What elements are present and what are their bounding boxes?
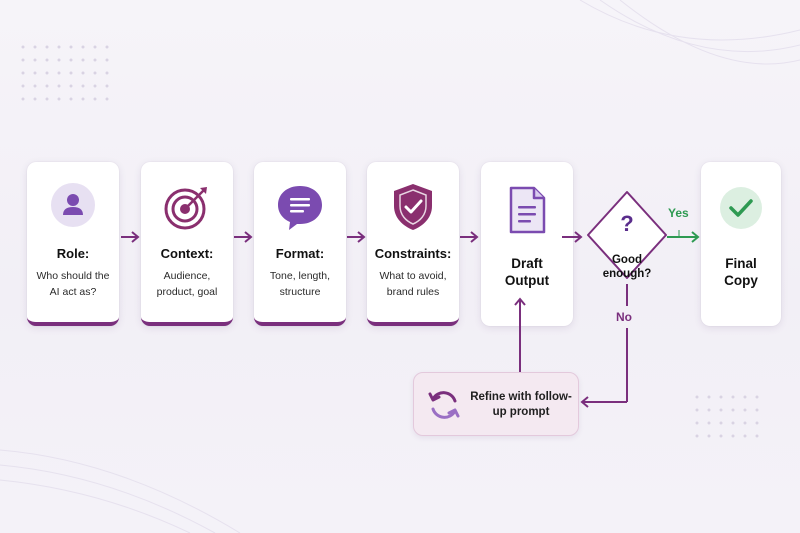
step-card-draft-output: Draft Output xyxy=(481,162,573,326)
wave-lines-bottom-left xyxy=(0,449,241,533)
question-icon: ? xyxy=(620,211,634,236)
arrow-role-to-context xyxy=(121,231,140,243)
step-card-final-copy: Final Copy xyxy=(701,162,781,326)
arrow-refine-to-draft xyxy=(514,297,526,373)
arrow-draft-to-decision xyxy=(562,231,583,243)
draft-output-title: Draft Output xyxy=(504,256,550,288)
step-title: Format: xyxy=(275,246,325,261)
step-title: Context: xyxy=(160,246,214,261)
checkmark-icon xyxy=(701,186,781,236)
step-card-constraints: Constraints: What to avoid, brand rules xyxy=(367,162,459,326)
person-icon xyxy=(27,182,119,232)
arrow-format-to-constraints xyxy=(347,231,366,243)
arrow-yes-to-final xyxy=(667,230,700,243)
dot-grid-bottom-right xyxy=(695,395,759,438)
speech-bubble-icon xyxy=(254,182,346,232)
target-icon xyxy=(141,182,233,232)
shield-check-icon xyxy=(367,182,459,232)
arrow-no-to-refine xyxy=(580,284,628,408)
wave-lines-top-right xyxy=(579,0,800,65)
final-copy-title: Final Copy xyxy=(724,256,758,288)
refine-text: Refine with follow-up prompt xyxy=(470,391,572,418)
step-card-format: Format: Tone, length, structure xyxy=(254,162,346,326)
refine-box: Refine with follow-up prompt xyxy=(413,372,579,436)
arrow-context-to-format xyxy=(234,231,253,243)
step-card-context: Context: Audience, product, goal xyxy=(141,162,233,326)
step-description: Tone, length, structure xyxy=(269,270,331,298)
step-card-role: Role: Who should the AI act as? xyxy=(27,162,119,326)
dot-grid-top-left xyxy=(21,45,109,101)
step-description: What to avoid, brand rules xyxy=(379,270,447,298)
step-title: Constraints: xyxy=(374,246,452,261)
document-icon xyxy=(481,186,573,236)
decision-text: Good enough? xyxy=(602,254,652,280)
step-description: Audience, product, goal xyxy=(156,270,218,298)
refresh-icon xyxy=(426,387,462,428)
decision-diamond xyxy=(587,191,667,279)
arrow-constraints-to-draft xyxy=(460,231,479,243)
step-description: Who should the AI act as? xyxy=(36,270,110,298)
yes-label: Yes xyxy=(668,206,689,220)
no-label: No xyxy=(616,310,632,324)
step-title: Role: xyxy=(56,246,90,261)
